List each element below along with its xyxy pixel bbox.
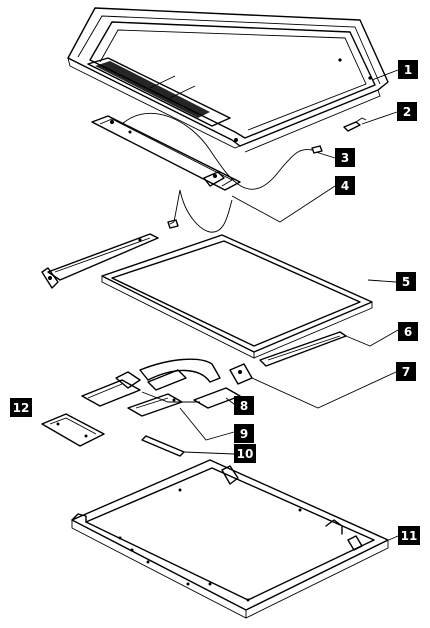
left-hinge	[41, 233, 159, 289]
callout-11-label: 11	[401, 529, 418, 543]
callout-3-label: 3	[341, 151, 349, 165]
callout-10: 10	[234, 444, 256, 463]
callout-5: 5	[396, 272, 416, 291]
part-3-bracket-and-cable	[91, 113, 323, 233]
callout-1: 1	[398, 60, 418, 79]
callout-4-label: 4	[341, 179, 349, 193]
callout-5-label: 5	[402, 275, 410, 289]
callout-12-label: 12	[13, 401, 30, 415]
callout-9: 9	[234, 424, 254, 443]
callout-7: 7	[396, 362, 416, 381]
part-12-inverter-board	[41, 413, 105, 447]
callout-8: 8	[234, 396, 254, 415]
callout-1-label: 1	[404, 63, 412, 77]
part-6-right-rail	[229, 331, 347, 385]
callout-3: 3	[335, 148, 355, 167]
part-11-rear-cover	[71, 459, 389, 619]
part-5-lcd-panel	[101, 234, 373, 359]
callout-11: 11	[398, 526, 420, 545]
part-2-latch	[343, 117, 367, 132]
callout-10-label: 10	[237, 447, 254, 461]
callout-2: 2	[397, 102, 417, 121]
callout-4: 4	[335, 176, 355, 195]
callout-2-label: 2	[403, 105, 411, 119]
part-10-strip	[141, 435, 185, 457]
callout-12: 12	[10, 398, 32, 417]
callout-6: 6	[398, 322, 418, 341]
callout-8-label: 8	[240, 399, 248, 413]
callout-7-label: 7	[402, 365, 410, 379]
part-9-board	[127, 393, 183, 417]
leader-lines	[179, 69, 399, 543]
callout-6-label: 6	[404, 325, 412, 339]
part-8-flex-cable	[81, 358, 241, 409]
part-1-lcd-bezel	[67, 7, 389, 153]
callout-9-label: 9	[240, 427, 248, 441]
